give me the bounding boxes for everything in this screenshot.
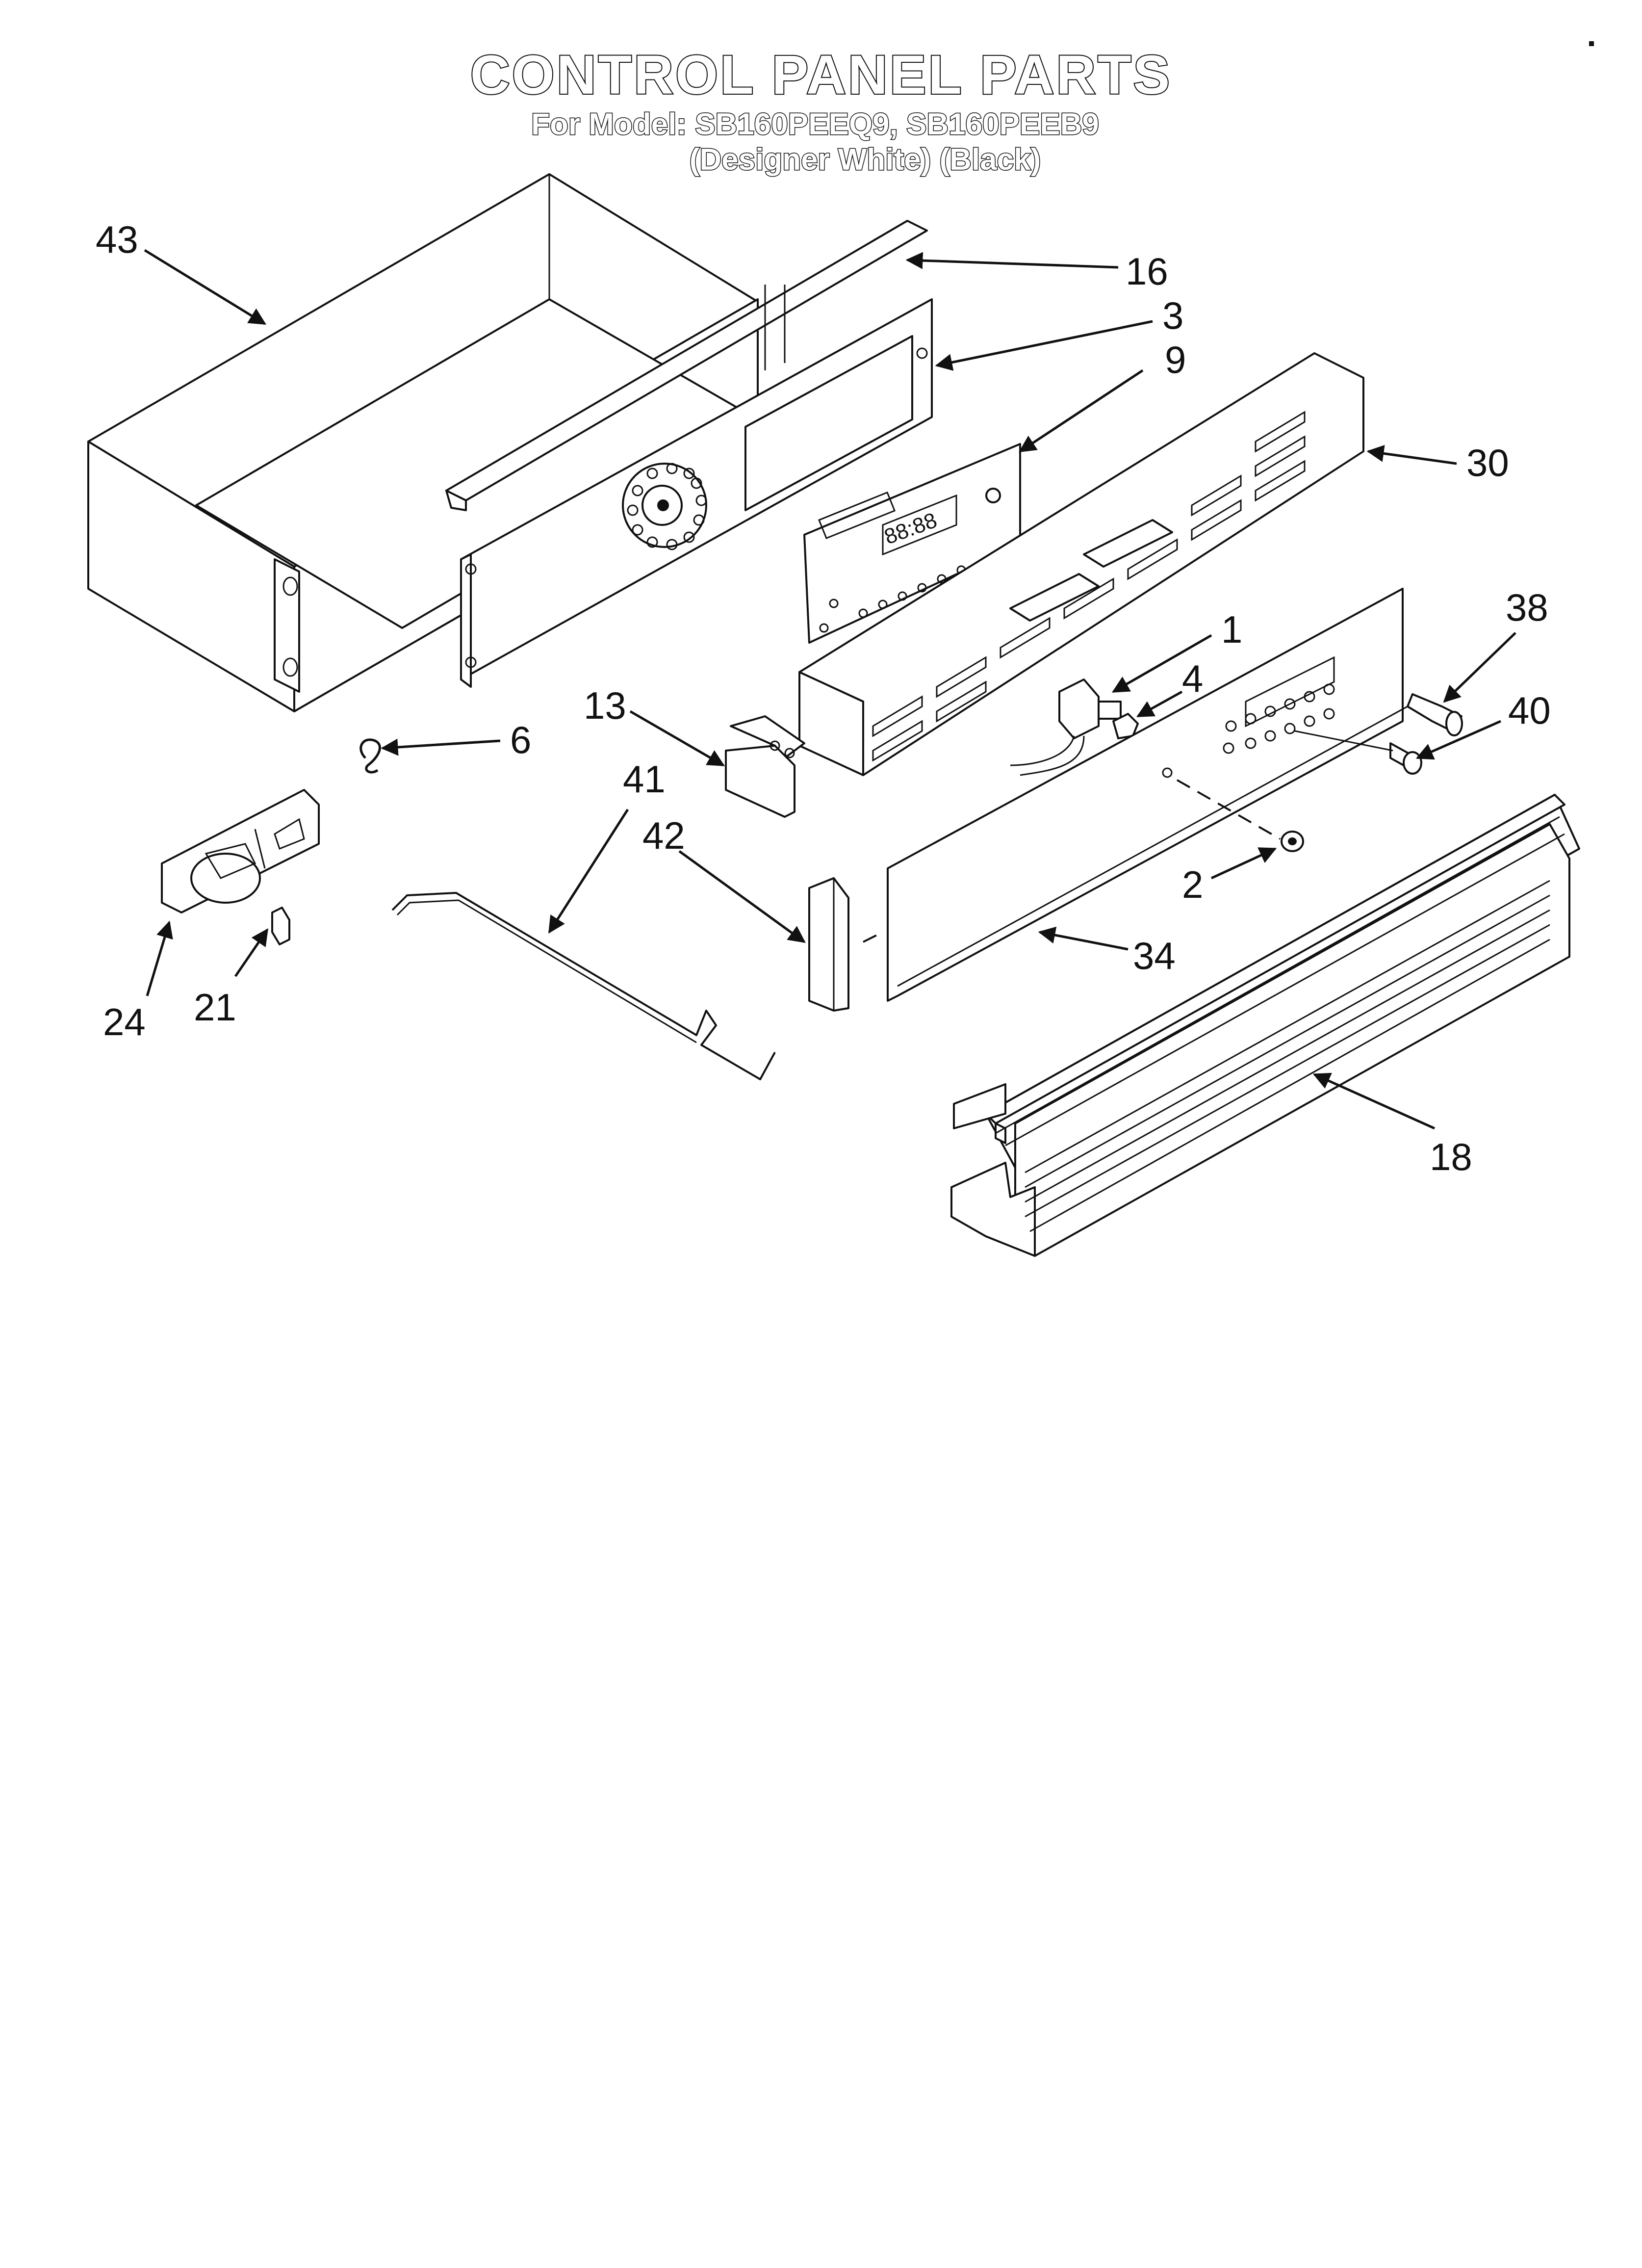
part-3-control-panel (460, 298, 933, 688)
callout-30: 30 (1466, 441, 1509, 484)
callout-16: 16 (1126, 250, 1168, 293)
callout-18: 18 (1430, 1135, 1472, 1178)
part-42-side-trim (808, 877, 878, 1012)
callout-41: 41 (623, 757, 666, 801)
callout-2: 2 (1182, 863, 1203, 906)
part-2-grommet (1177, 779, 1304, 852)
callout-13: 13 (584, 684, 626, 727)
callout-1: 1 (1221, 608, 1242, 651)
page-title: CONTROL PANEL PARTS (469, 43, 1172, 106)
leader-lines (144, 249, 1516, 1130)
part-6-clip (359, 738, 381, 774)
part-41-rod (391, 892, 776, 1080)
callout-43: 43 (96, 218, 138, 261)
callout-4: 4 (1182, 657, 1203, 700)
callout-38: 38 (1506, 586, 1548, 629)
model-line: For Model: SB160PEEQ9, SB160PEEB9 (531, 107, 1100, 142)
part-30-vented-panel (798, 352, 1364, 776)
callout-3: 3 (1162, 294, 1183, 337)
callout-labels: 43 16 3 9 30 1 4 38 40 13 6 41 42 2 34 2… (96, 218, 1551, 1178)
part-24-fan-assembly (161, 789, 320, 913)
part-4-nut (1112, 713, 1139, 739)
part-34-overlay-panel (887, 588, 1408, 1002)
part-1-switch (1010, 678, 1122, 776)
callout-9: 9 (1165, 338, 1186, 381)
part-40-button (1389, 742, 1422, 775)
callout-42: 42 (642, 814, 685, 857)
part-18-grille (950, 794, 1580, 1257)
part-43-housing (87, 173, 759, 712)
part-21-small-clip (271, 907, 290, 945)
callout-40: 40 (1508, 689, 1551, 732)
callout-34: 34 (1133, 934, 1176, 977)
callout-24: 24 (103, 1000, 146, 1043)
corner-mark (1589, 41, 1594, 46)
callout-21: 21 (194, 986, 236, 1029)
part-9-control-board: 88:88 (803, 443, 1021, 644)
color-line: (Designer White) (Black) (689, 142, 1042, 178)
callout-6: 6 (510, 718, 531, 761)
part-38-knob (1407, 693, 1463, 736)
part-16-trim-strip (445, 220, 928, 511)
part-13-bracket (725, 715, 805, 818)
